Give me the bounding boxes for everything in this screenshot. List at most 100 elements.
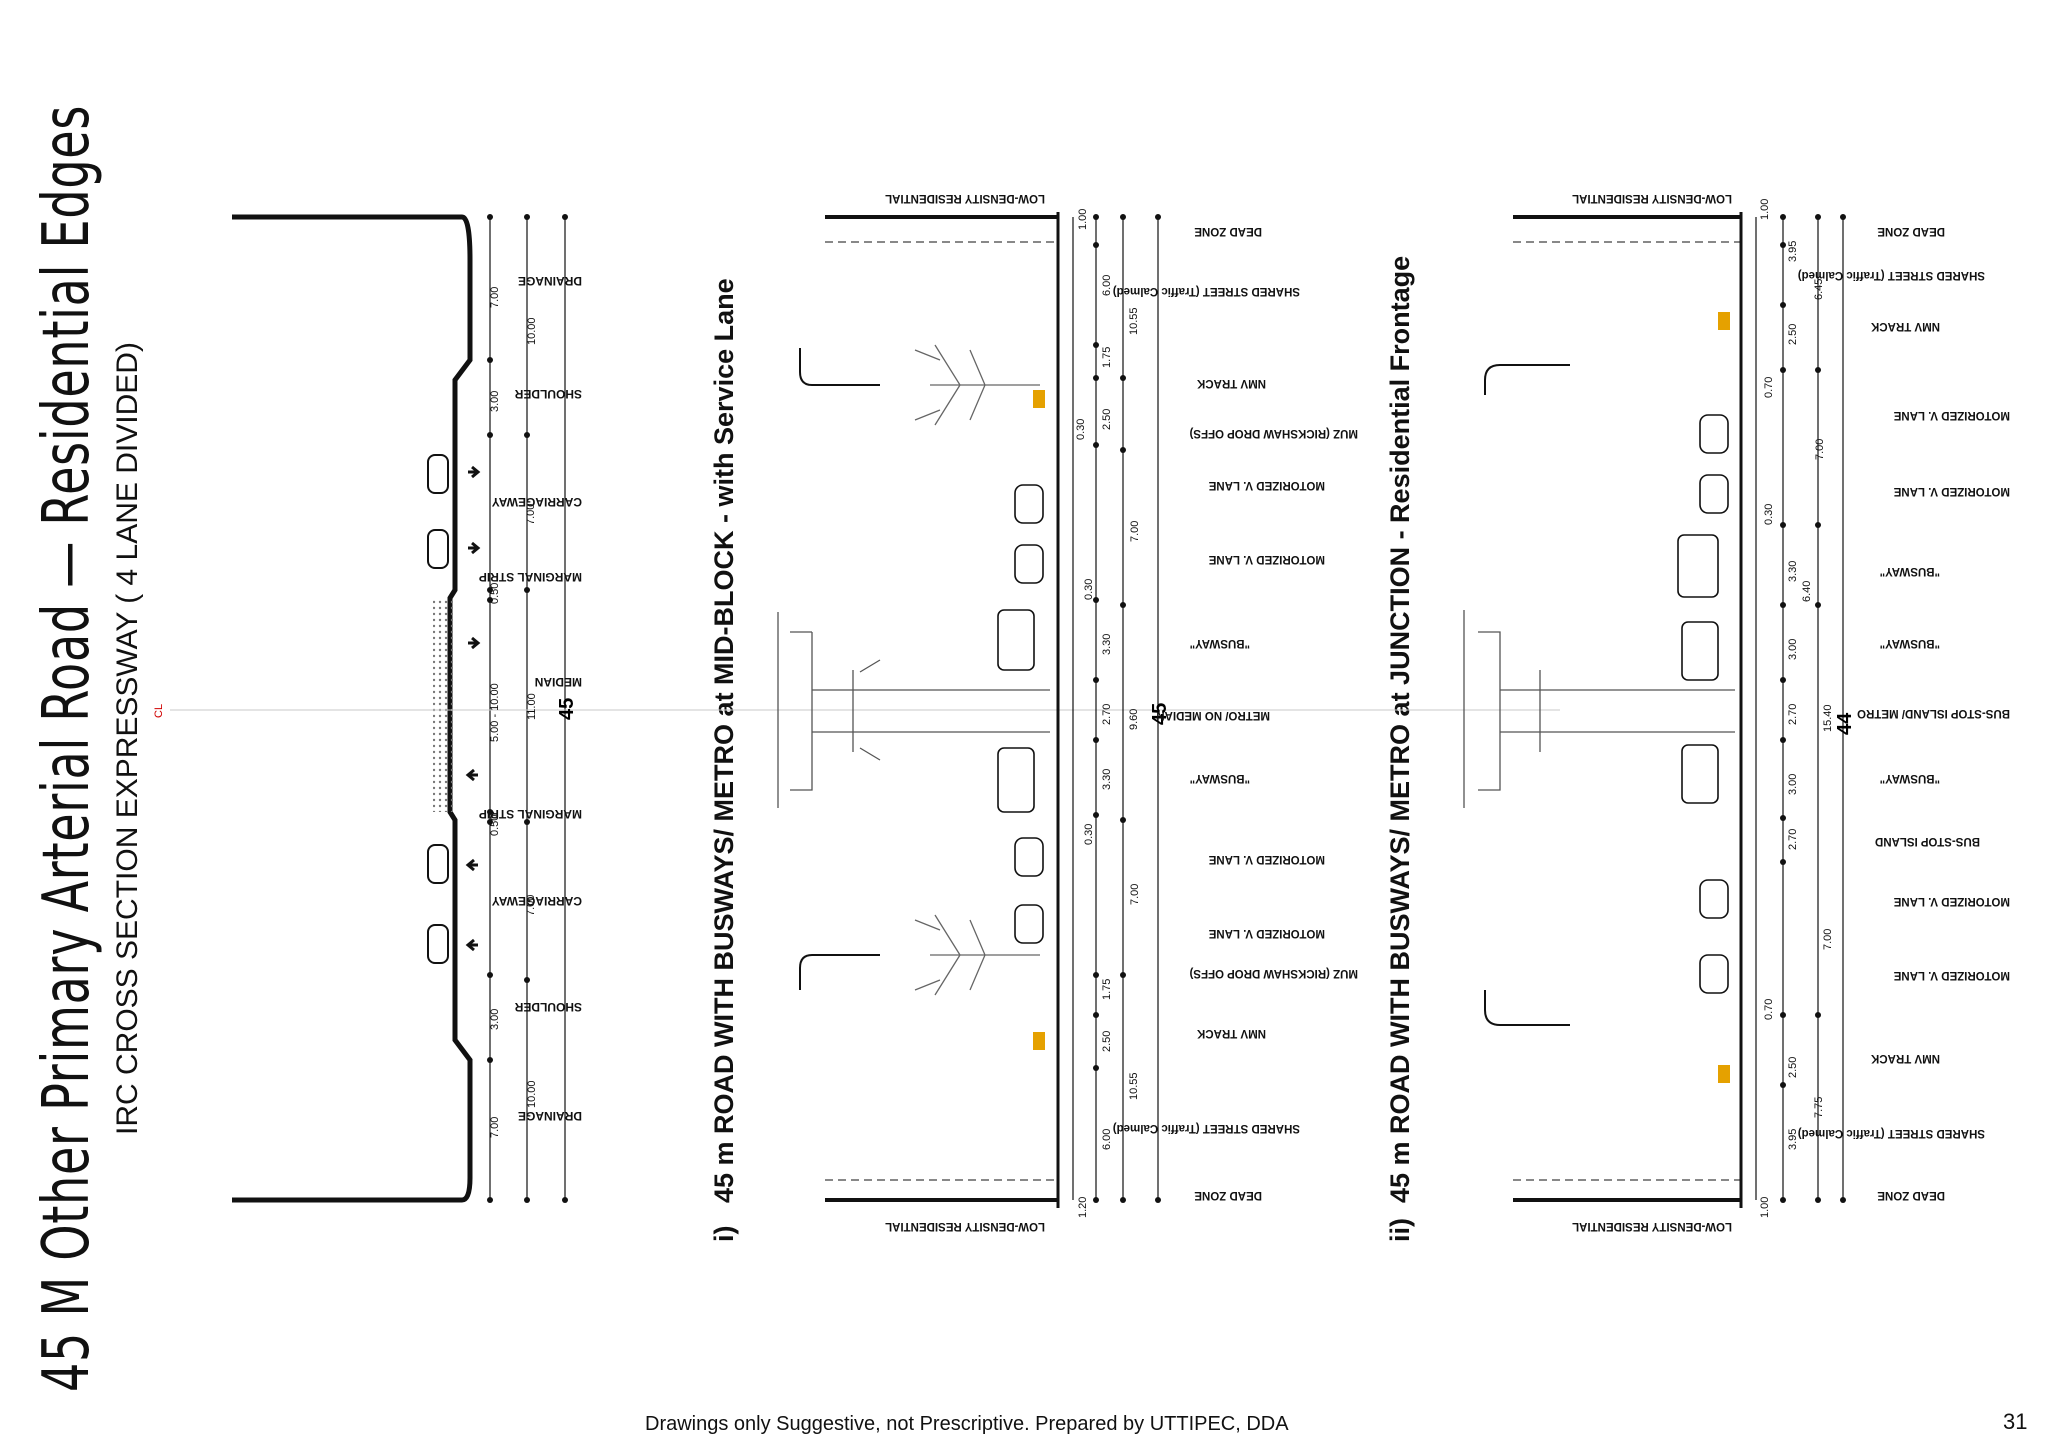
mid-dim-2: 1.75 (1101, 347, 1113, 368)
jun-label-11: MOTORIZED V. LANE (1893, 969, 2010, 981)
jun-dim-outer-1: 6.40 (1801, 581, 1813, 602)
section-irc (232, 214, 568, 1203)
mid-dim-outer-1: 9.60 (1128, 709, 1140, 730)
jun-dim-outer-3: 7.75 (1813, 1097, 1825, 1118)
mid-label-12: NMV TRACK (1196, 1027, 1266, 1039)
jun-dim-7: 3.00 (1787, 639, 1799, 660)
mid-dim-1: 6.00 (1101, 275, 1113, 296)
mid-label-6: "BUSWAY" (1190, 637, 1250, 649)
irc-dim-outer-0: 10.00 (526, 317, 538, 345)
jun-label-7: BUS-STOP ISLAND/ METRO (1857, 707, 2010, 719)
mid-label-8: "BUSWAY" (1190, 772, 1250, 784)
mid-label-14: DEAD ZONE (1194, 1189, 1262, 1201)
mid-total: 45 (1149, 703, 1171, 725)
page-number: 31 (2003, 1409, 2028, 1434)
jun-label-0: DEAD ZONE (1877, 225, 1945, 237)
mid-label-9: MOTORIZED V. LANE (1208, 853, 1325, 865)
jun-label-12: NMV TRACK (1870, 1052, 1940, 1064)
jun-dim-8: 2.70 (1787, 704, 1799, 725)
jun-dim-9: 3.00 (1787, 774, 1799, 795)
mid-label-4: MOTORIZED V. LANE (1208, 479, 1325, 491)
mid-label-11: MUZ (RICKSHAW DROP OFFS) (1189, 967, 1358, 979)
jun-label-1: SHARED STREET (Traffic Calmed) (1798, 269, 1985, 281)
jun-label-10: MOTORIZED V. LANE (1893, 895, 2010, 907)
irc-dim-outer-1: 11.00 (526, 693, 538, 720)
irc-dim-inner-4: 5.00 - 10.00 (489, 683, 501, 742)
irc-label-shoulder-bottom: SHOULDER (514, 1000, 582, 1014)
irc-label-marginal-bottom: MARGINAL STRIP (479, 807, 582, 821)
mid-dim-12: 1.75 (1101, 979, 1113, 1000)
irc-label-median: MEDIAN (535, 675, 582, 689)
mid-dim-10: 0.30 (1083, 824, 1095, 845)
mid-label-0: DEAD ZONE (1194, 225, 1262, 237)
mid-label-5: MOTORIZED V. LANE (1208, 553, 1325, 565)
jun-dim-13: 2.50 (1787, 1057, 1799, 1078)
mid-dim-outer-2: 10.55 (1128, 1072, 1140, 1100)
jun-label-6: "BUSWAY" (1880, 637, 1940, 649)
mid-dim-3: 2.50 (1101, 409, 1113, 430)
mid-dim-9: 3.30 (1101, 769, 1113, 790)
jun-dim-2: 2.50 (1787, 324, 1799, 345)
irc-dim-inner-6: 7.00 (525, 895, 537, 916)
irc-dim-inner-5: 0.50 (489, 815, 501, 836)
jun-dim-1: 3.95 (1787, 241, 1799, 262)
irc-label-carriageway-bottom: CARRIAGEWAY (492, 894, 582, 908)
mid-label-3: MUZ (RICKSHAW DROP OFFS) (1189, 427, 1358, 439)
mid-dim-11: 7.00 (1129, 884, 1141, 905)
mid-label-7: METRO/ NO MEDIAN (1156, 709, 1270, 721)
mid-dim-7: 3.30 (1101, 634, 1113, 655)
jun-dim-4: 7.00 (1814, 439, 1826, 460)
footer-note: Drawings only Suggestive, not Prescripti… (645, 1413, 1289, 1435)
cl-marker: CL (153, 704, 165, 718)
jun-edge-bottom: LOW-DENSITY RESIDENTIAL (1572, 1220, 1732, 1232)
jun-total: 44 (1834, 712, 1856, 735)
irc-dim-inner-1: 3.00 (489, 391, 501, 412)
jun-label-8: "BUSWAY" (1880, 772, 1940, 784)
mid-label-1: SHARED STREET (Traffic Calmed) (1113, 285, 1300, 297)
irc-dim-inner-7: 3.00 (489, 1009, 501, 1030)
irc-dim-inner-8: 7.00 (489, 1117, 501, 1138)
mid-dim-0: 1.00 (1077, 209, 1089, 230)
irc-label-drainage-top: DRAINAGE (518, 274, 582, 288)
jun-label-2: NMV TRACK (1870, 320, 1940, 332)
jun-dim-outer-0: 6.45 (1813, 279, 1825, 300)
section-midblock (777, 212, 1161, 1208)
jun-label-3: MOTORIZED V. LANE (1893, 409, 2010, 421)
jun-edge-top: LOW-DENSITY RESIDENTIAL (1572, 192, 1732, 204)
mid-dim-outer-0: 10.55 (1128, 307, 1140, 335)
jun-dim-3: 0.70 (1763, 377, 1775, 398)
mid-dim-5: 7.00 (1129, 521, 1141, 542)
mid-label-2: NMV TRACK (1196, 377, 1266, 389)
mid-label-10: MOTORIZED V. LANE (1208, 927, 1325, 939)
irc-dim-outer-2: 10.00 (526, 1080, 538, 1108)
irc-dim-inner-2: 7.00 (525, 504, 537, 525)
mid-label-13: SHARED STREET (Traffic Calmed) (1113, 1122, 1300, 1134)
mid-dim-14: 6.00 (1101, 1129, 1113, 1150)
jun-dim-5: 0.30 (1763, 504, 1775, 525)
irc-total: 45 (556, 698, 578, 720)
mid-dim-15: 1.20 (1077, 1197, 1089, 1218)
mid-dim-13: 2.50 (1101, 1031, 1113, 1052)
irc-label-drainage-bottom: DRAINAGE (518, 1109, 582, 1123)
jun-label-5: "BUSWAY" (1880, 565, 1940, 577)
jun-dim-11: 7.00 (1822, 929, 1834, 950)
jun-dim-outer-2: 15.40 (1822, 704, 1834, 732)
mid-edge-bottom: LOW-DENSITY RESIDENTIAL (885, 1220, 1045, 1232)
jun-label-13: SHARED STREET (Traffic Calmed) (1798, 1127, 1985, 1139)
mid-dim-8: 2.70 (1101, 704, 1113, 725)
mid-dim-4: 0.30 (1075, 419, 1087, 440)
irc-label-marginal-top: MARGINAL STRIP (479, 570, 582, 584)
jun-label-4: MOTORIZED V. LANE (1893, 485, 2010, 497)
irc-label-shoulder-top: SHOULDER (514, 387, 582, 401)
irc-label-carriageway-top: CARRIAGEWAY (492, 495, 582, 509)
jun-label-9: BUS-STOP ISLAND (1875, 835, 1980, 847)
jun-dim-6: 3.30 (1787, 561, 1799, 582)
jun-label-14: DEAD ZONE (1877, 1189, 1945, 1201)
jun-dim-10: 2.70 (1787, 829, 1799, 850)
jun-dim-12: 0.70 (1763, 999, 1775, 1020)
jun-dim-15: 1.00 (1759, 1197, 1771, 1218)
mid-edge-top: LOW-DENSITY RESIDENTIAL (885, 192, 1045, 204)
jun-dim-0: 1.00 (1759, 199, 1771, 220)
irc-dim-inner-0: 7.00 (489, 287, 501, 308)
